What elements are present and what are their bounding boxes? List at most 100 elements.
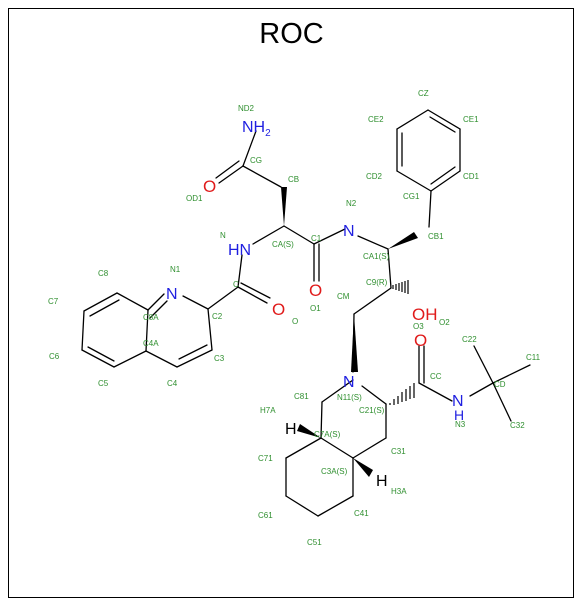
atom-label: CD: [494, 380, 506, 389]
atom-label: C7A(S): [314, 430, 341, 439]
atom-label: H3A: [391, 487, 407, 496]
bond: [116, 292, 149, 311]
atom-label: C61: [258, 511, 273, 520]
bond: [396, 170, 432, 192]
atom-label: C2: [212, 312, 223, 321]
atom-hn: HN: [228, 242, 251, 259]
atom-h-7a: H: [285, 421, 297, 438]
hash-bond: [297, 424, 321, 438]
bond: [113, 350, 147, 368]
bond: [89, 299, 120, 317]
bond: [430, 170, 461, 192]
bond: [87, 346, 115, 362]
atom-label: OD1: [186, 194, 203, 203]
bond: [429, 116, 456, 133]
bond: [285, 437, 322, 459]
atom-label: C51: [307, 538, 322, 547]
bond: [145, 350, 178, 368]
bond: [81, 349, 115, 368]
bond: [242, 165, 282, 188]
bond: [396, 109, 429, 130]
dash-bond: [389, 280, 415, 405]
atom-label: C3: [214, 354, 225, 363]
atom-label: C41: [354, 509, 369, 518]
atom-n-n2: N: [343, 223, 355, 240]
bond: [353, 287, 392, 315]
wedge-bond: [351, 314, 358, 372]
bond: [320, 437, 354, 459]
atom-label: CZ: [418, 89, 429, 98]
atom-n-n1: N: [166, 286, 178, 303]
atom-label: C31: [391, 447, 406, 456]
bond: [252, 225, 285, 245]
atom-oh: OH: [412, 305, 438, 324]
bond: [182, 295, 209, 310]
atom-label: C22: [462, 335, 477, 344]
atom-n-n11: N: [343, 374, 355, 391]
bond: [83, 292, 118, 312]
atom-o-o1: O: [309, 281, 322, 300]
atom-label: O1: [310, 304, 321, 313]
atom-o-amide: O: [272, 300, 285, 319]
atom-label: C7: [48, 297, 59, 306]
atom-label: ND2: [238, 104, 255, 113]
bond: [237, 254, 243, 288]
bond: [313, 228, 346, 245]
bond: [427, 109, 461, 130]
atom-label: N2: [346, 199, 357, 208]
atom-label: N1: [170, 265, 181, 274]
bond: [240, 282, 271, 299]
bond: [242, 130, 257, 167]
bond: [352, 437, 387, 459]
atom-label: C21(S): [359, 406, 385, 415]
atom-label: CC: [430, 372, 442, 381]
bond: [283, 225, 315, 245]
bond: [387, 248, 392, 289]
atom-label: CG: [250, 156, 262, 165]
bond: [147, 293, 165, 311]
bond: [428, 190, 432, 228]
wedge-bond: [353, 458, 373, 477]
atom-o-cc: O: [414, 331, 427, 350]
bond: [492, 382, 512, 422]
atom-label: C9(R): [366, 278, 388, 287]
atom-label: C4A: [143, 339, 159, 348]
atom-label: C6: [49, 352, 60, 361]
atom-label: C8A: [143, 313, 159, 322]
bond: [492, 364, 531, 384]
atom-h-3a: H: [376, 473, 388, 490]
atom-label: C32: [510, 421, 525, 430]
bond: [469, 382, 494, 397]
bond: [357, 235, 389, 250]
atom-label: CE2: [368, 115, 384, 124]
bond: [285, 495, 319, 517]
atom-label: CA1(S): [363, 252, 390, 261]
atom-label: CE1: [463, 115, 479, 124]
atom-label: H7A: [260, 406, 276, 415]
atom-label: C1: [311, 234, 322, 243]
bond: [361, 385, 387, 405]
atom-label: C71: [258, 454, 273, 463]
atom-label: CD1: [463, 172, 480, 181]
atom-label: C4: [167, 379, 178, 388]
atom-label: CG1: [403, 192, 420, 201]
stereo-bonds: [281, 187, 418, 477]
bond: [176, 349, 213, 368]
atom-label: N3: [455, 420, 466, 429]
atom-label: C3A(S): [321, 467, 348, 476]
bond: [178, 344, 208, 360]
atom-label: O3: [413, 322, 424, 331]
bond: [418, 382, 453, 402]
bond: [321, 379, 354, 403]
atom-label: C: [233, 280, 239, 289]
atom-label: O: [292, 317, 298, 326]
wedge-bond: [281, 187, 287, 226]
bond: [207, 308, 213, 351]
atom-label: C5: [98, 379, 109, 388]
bond: [215, 160, 240, 179]
bond: [207, 286, 239, 310]
atom-label: N: [220, 231, 226, 240]
atom-o-od1: O: [203, 177, 216, 196]
